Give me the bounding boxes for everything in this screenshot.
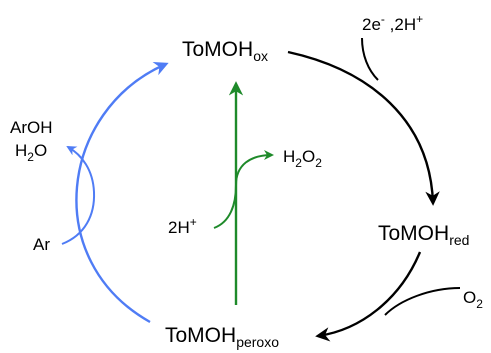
arrow-o2-in (384, 287, 461, 316)
label-o2: O2 (463, 288, 483, 311)
label-aroh: ArOH (10, 118, 53, 137)
label-ar: Ar (33, 235, 50, 254)
node-tomoh-ox: ToMOHox (182, 38, 268, 64)
arrow-h2o2-out (235, 150, 274, 186)
label-electrons-protons: 2e- ,2H+ (362, 12, 423, 34)
node-tomoh-peroxo: ToMOHperoxo (165, 324, 279, 350)
label-h2o: H2O (15, 141, 47, 164)
arrow-aroh-out (66, 146, 95, 193)
node-tomoh-red: ToMOHred (378, 222, 469, 248)
label-h2o2: H2O2 (283, 147, 322, 170)
arrow-twoh-in (213, 184, 237, 229)
label-two-protons: 2H+ (168, 215, 197, 237)
arrow-electrons-in (361, 37, 379, 81)
arrow-peroxo-to-ox (75, 61, 169, 324)
arrow-ox-to-red (287, 50, 440, 206)
arrow-red-to-peroxo (315, 251, 422, 342)
arrow-ar-in (61, 191, 96, 245)
